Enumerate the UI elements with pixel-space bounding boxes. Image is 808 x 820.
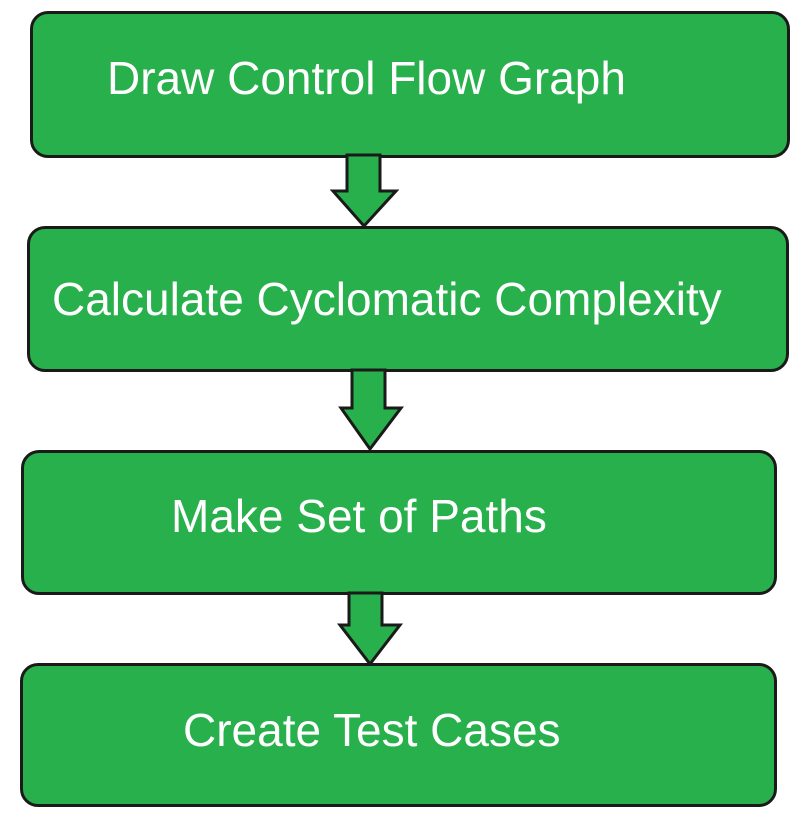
step-calculate-cyclomatic-complexity: Calculate Cyclomatic Complexity — [27, 226, 789, 372]
step-label: Make Set of Paths — [171, 489, 547, 542]
down-arrow-icon — [338, 368, 405, 452]
step-label: Calculate Cyclomatic Complexity — [52, 273, 722, 325]
down-arrow-icon — [329, 153, 400, 229]
down-arrow-icon — [336, 591, 404, 667]
step-make-set-of-paths: Make Set of Paths — [21, 450, 777, 595]
step-draw-control-flow-graph: Draw Control Flow Graph — [30, 11, 790, 158]
step-create-test-cases: Create Test Cases — [20, 663, 777, 807]
step-label: Draw Control Flow Graph — [107, 51, 626, 104]
step-label: Create Test Cases — [183, 704, 561, 756]
